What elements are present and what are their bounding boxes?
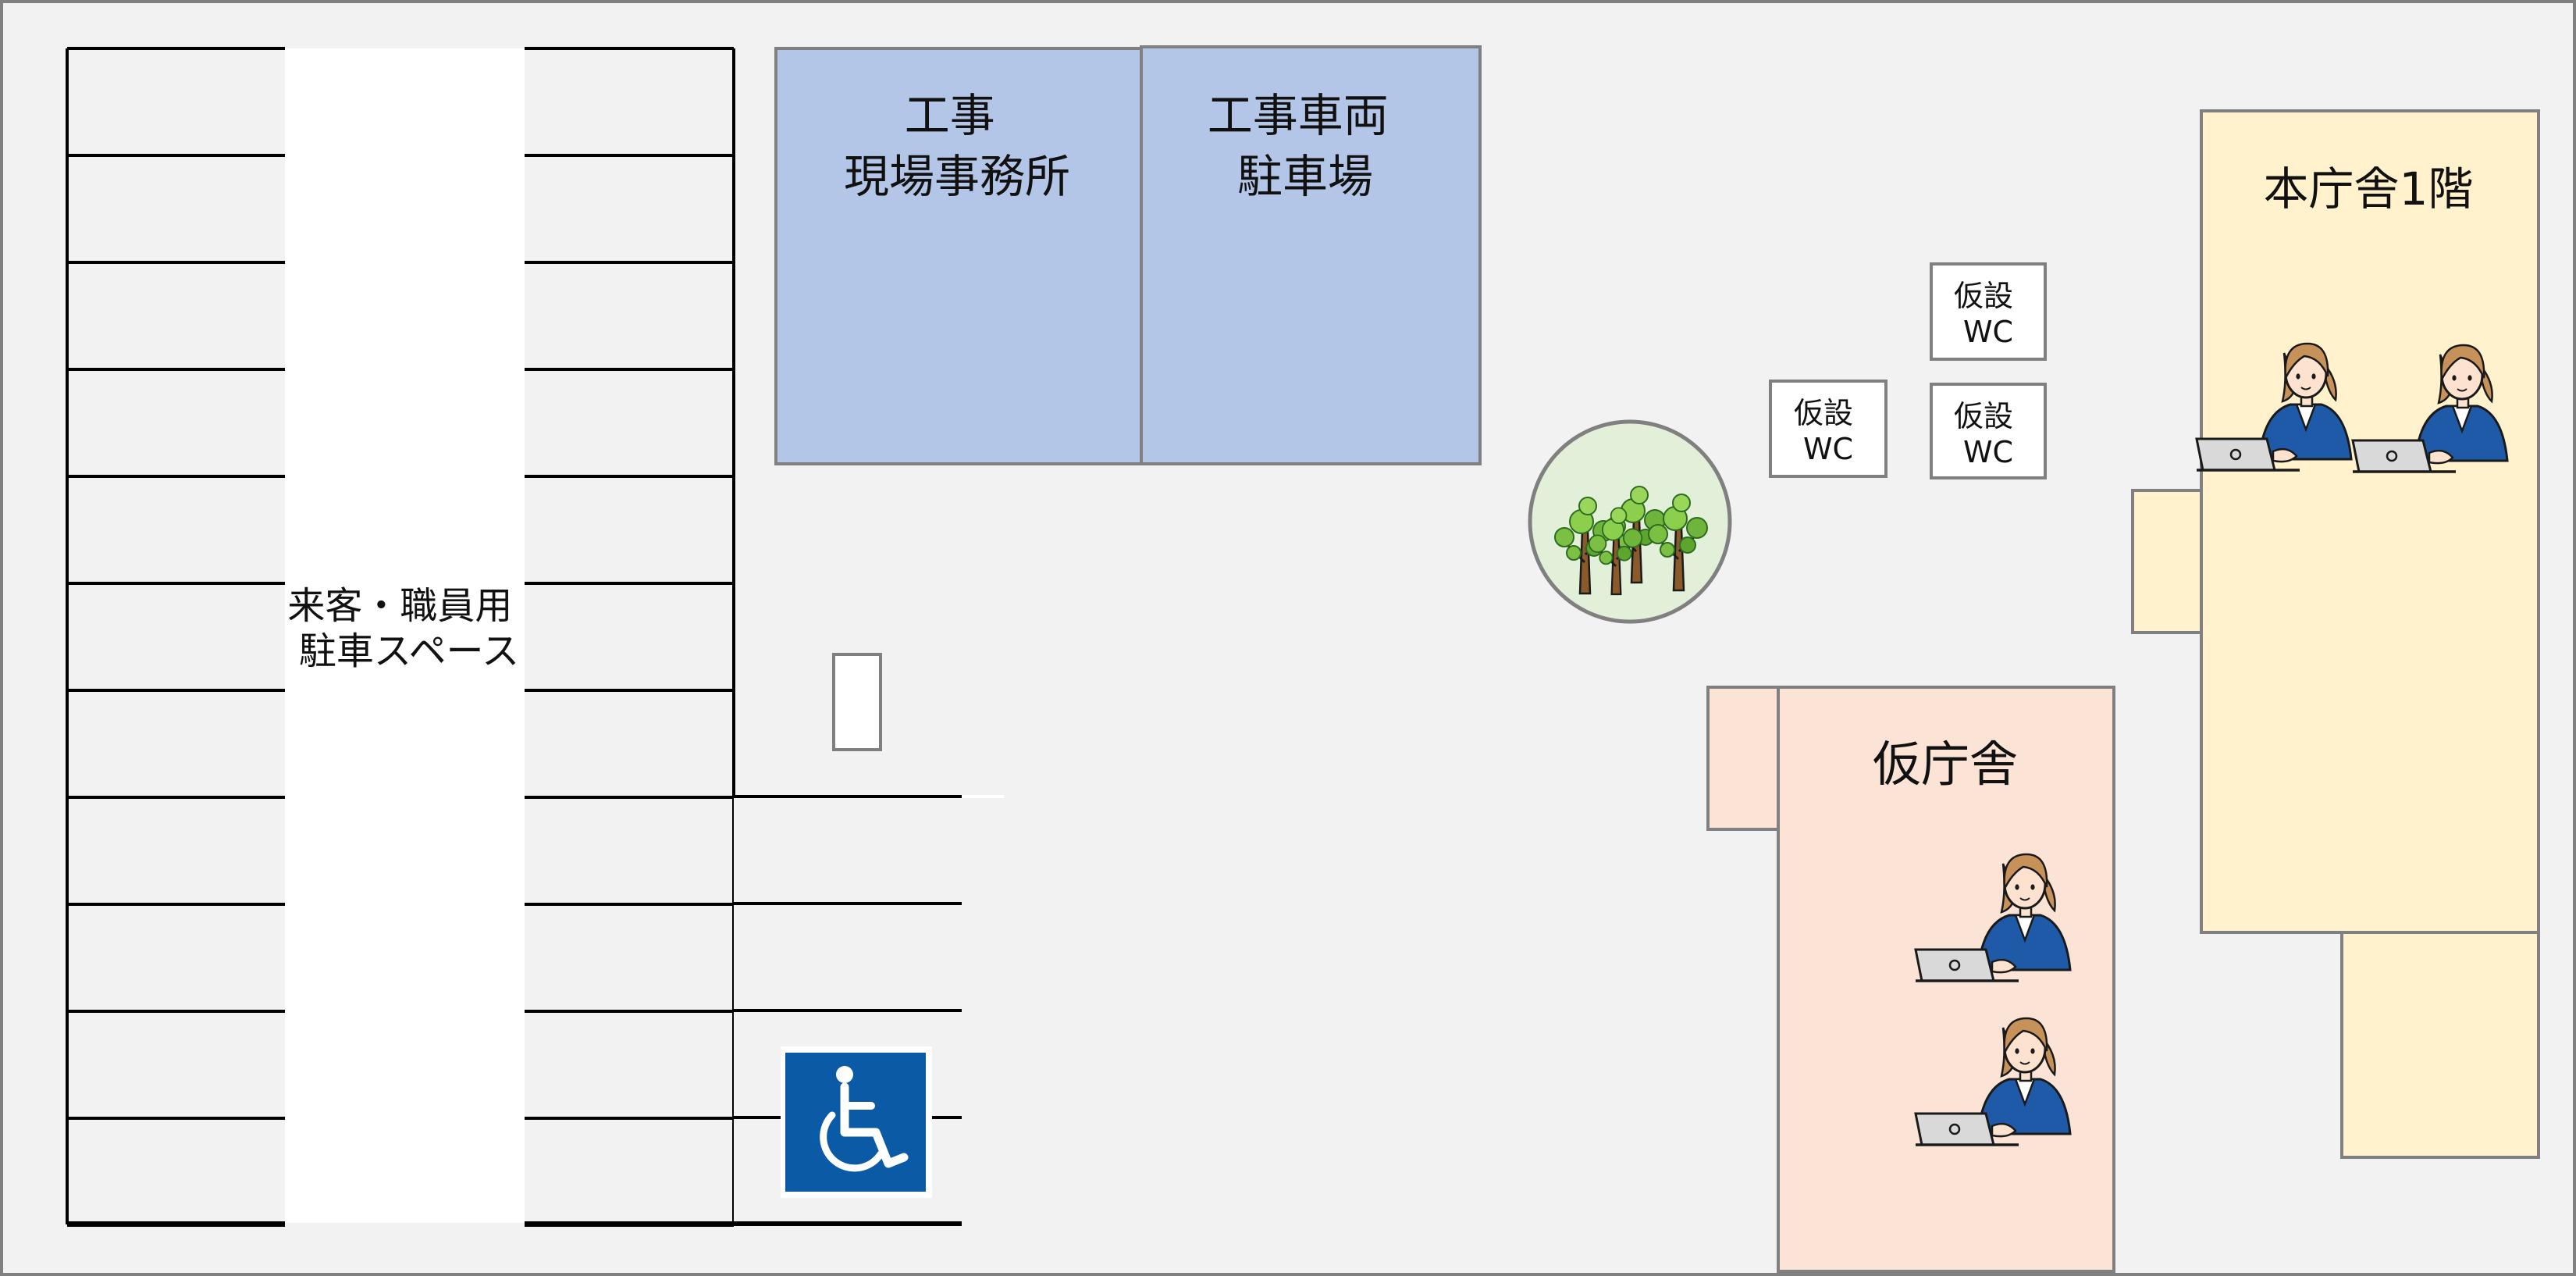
toilet-label: 仮設 WC bbox=[1794, 396, 1863, 466]
construction-site-office: 工事 現場事務所 bbox=[774, 47, 1143, 465]
small-parking-stall-lines bbox=[734, 795, 962, 1226]
main-government-office: 本庁舎1階 bbox=[2131, 109, 2540, 1159]
main-office-annex bbox=[2131, 489, 2203, 634]
visitor-staff-parking: 来客・職員用 駐車スペース bbox=[66, 47, 735, 1227]
grove bbox=[1528, 419, 1732, 624]
construction-parking-label: 工事車両 駐車場 bbox=[1208, 89, 1403, 203]
construction-office-label: 工事 現場事務所 bbox=[844, 89, 1070, 203]
parking-stall-lines bbox=[66, 47, 735, 1227]
parking-label: 来客・職員用 駐車スペース bbox=[287, 584, 524, 673]
temporary-office-label: 仮庁舎 bbox=[1873, 736, 2018, 793]
construction-vehicle-parking: 工事車両 駐車場 bbox=[1140, 45, 1482, 465]
small-parking-section bbox=[734, 653, 1004, 1226]
temporary-toilet-1: 仮設 WC bbox=[1930, 262, 2047, 361]
temporary-toilet-2: 仮設 WC bbox=[1769, 380, 1888, 478]
wheelchair-icon bbox=[781, 1046, 932, 1198]
parking-aisle bbox=[285, 48, 525, 1223]
temporary-office-annex bbox=[1706, 686, 1780, 831]
toilet-label: 仮設 WC bbox=[1954, 279, 2023, 349]
temporary-government-office: 仮庁舎 bbox=[1706, 686, 2115, 1273]
signboard bbox=[832, 653, 882, 751]
toilet-label: 仮設 WC bbox=[1954, 399, 2023, 469]
temporary-toilet-3: 仮設 WC bbox=[1930, 383, 2047, 479]
main-office-wing bbox=[2340, 931, 2540, 1159]
main-office-label: 本庁舎1階 bbox=[2264, 162, 2474, 216]
